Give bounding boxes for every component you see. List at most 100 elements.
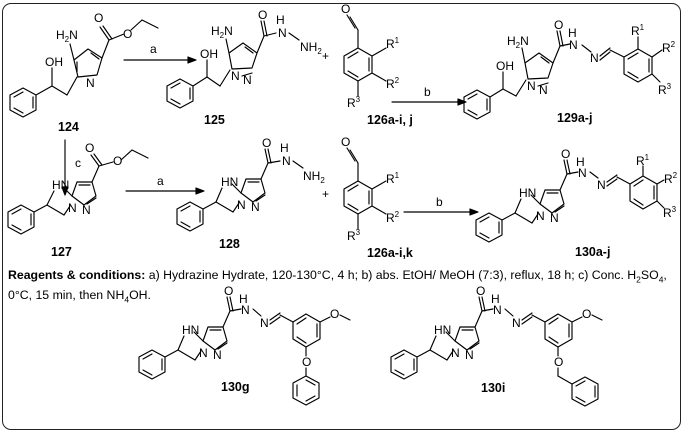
atom-O-130i-c: O: [554, 355, 563, 369]
atom-N-127b: N: [82, 203, 91, 217]
atom-N-128b: N: [251, 200, 260, 214]
atom-N-130i-a: N: [451, 346, 460, 360]
atom-N-130i-d: N: [512, 316, 521, 330]
reagents-conditions: Reagents & conditions: a) Hydrazine Hydr…: [8, 267, 680, 308]
label-125: 125: [204, 113, 225, 127]
atom-N-129a: N: [527, 79, 536, 93]
atom-N-124: N: [86, 76, 95, 90]
atom-O-126-top: O: [341, 2, 350, 16]
atom-R1-126-top: R1: [386, 36, 400, 51]
atom-O-124b: O: [123, 27, 132, 41]
atom-O-126-bottom: O: [341, 135, 350, 149]
conditions-part3: , 0°C, 15 min, then NH: [8, 268, 667, 303]
atom-O-128: O: [262, 136, 271, 150]
atom-HN-130g: HN: [182, 323, 199, 337]
atom-O-130i-b: O: [582, 307, 591, 321]
atom-N-130i-b: N: [465, 348, 474, 362]
structure-130i: [390, 296, 603, 407]
plus-bottom: +: [322, 187, 329, 201]
arrow-a-bottom: [125, 187, 205, 195]
arrow-label-a-bottom: a: [157, 174, 164, 188]
atom-OH-124: OH: [45, 55, 63, 69]
atom-R2-126-top: R2: [386, 76, 400, 91]
atom-N-130c: N: [578, 166, 587, 180]
structure-126-top: [343, 14, 387, 97]
label-128: 128: [219, 237, 240, 251]
atom-R3-126-top: R3: [347, 95, 361, 110]
atom-H2N-125: H2N: [211, 24, 233, 40]
label-126-bottom: 126a-i,k: [367, 246, 413, 260]
atom-N-127a: N: [68, 201, 77, 215]
label-130i: 130i: [481, 381, 505, 395]
atom-R1-130: R1: [636, 153, 650, 168]
atom-N-128a: N: [237, 198, 246, 212]
atom-R1-129: R1: [631, 23, 645, 38]
atom-H-130: H: [576, 155, 585, 169]
label-127: 127: [51, 245, 72, 259]
arrow-b-bottom: [403, 208, 479, 216]
structure-129: [463, 30, 663, 120]
atom-N-125b: N: [243, 73, 252, 87]
atom-O-124a: O: [94, 11, 103, 25]
atom-N-130g-d: N: [260, 316, 269, 330]
atom-H2N-129: H2N: [507, 34, 529, 50]
structure-130: [475, 159, 665, 243]
atom-N-125a: N: [231, 69, 240, 83]
atom-N-130b: N: [550, 211, 559, 225]
atom-R3-126-bottom: R3: [347, 228, 361, 243]
scheme-frame: [2, 3, 681, 430]
atom-N-129d: N: [590, 51, 599, 65]
atom-R2-129: R2: [662, 40, 676, 55]
atom-N-130g-b: N: [213, 348, 222, 362]
conditions-sub4: 4: [658, 274, 664, 285]
atom-O-127b: O: [113, 154, 122, 168]
atom-R2-130: R2: [664, 171, 678, 186]
atom-H-125: H: [276, 13, 285, 27]
label-129: 129a-j: [557, 111, 592, 125]
conditions-heading: Reagents & conditions:: [8, 268, 146, 282]
conditions-sub4b: 4: [124, 294, 130, 305]
atom-N-130d: N: [597, 178, 606, 192]
atom-H-129: H: [568, 26, 577, 40]
atom-O-129: O: [554, 18, 563, 32]
atom-N-130i-c: N: [493, 303, 502, 317]
atom-N-128c: N: [282, 154, 291, 168]
structure-126-bottom: [343, 147, 387, 230]
atom-O-130g-b: O: [330, 307, 339, 321]
atom-O-130g-a: O: [224, 284, 233, 298]
structure-128: [176, 148, 304, 232]
structure-127: [7, 149, 149, 235]
atom-N-130g-a: N: [199, 346, 208, 360]
atom-O-127a: O: [85, 141, 94, 155]
atom-R3-130: R3: [663, 205, 677, 220]
label-130g: 130g: [221, 380, 250, 394]
structure-125: [166, 20, 300, 109]
atom-OH-129: OH: [496, 59, 514, 73]
label-130: 130a-j: [575, 245, 610, 259]
conditions-part1: a) Hydrazine Hydrate, 120-130°C, 4 h; b)…: [145, 268, 637, 282]
atom-O-130g-c: O: [302, 355, 311, 369]
atom-H-130g: H: [239, 292, 248, 306]
atom-R2-126-bottom: R2: [386, 210, 400, 225]
arrow-label-a-top: a: [150, 42, 157, 56]
atom-O-125: O: [258, 8, 267, 22]
atom-N-130a: N: [536, 209, 545, 223]
atom-N-129c: N: [569, 38, 578, 52]
atom-H2N-124: H2N: [56, 28, 78, 44]
atom-H-128: H: [280, 141, 289, 155]
conditions-part4: OH.: [129, 288, 151, 303]
arrow-label-b-bottom: b: [436, 195, 443, 209]
atom-H-130i: H: [491, 292, 500, 306]
atom-O-130: O: [561, 147, 570, 161]
atom-N-125c: N: [278, 26, 287, 40]
atom-N-129b: N: [539, 83, 548, 97]
atom-HN-128: HN: [221, 175, 238, 189]
structure-124: [9, 19, 159, 118]
plus-top: +: [322, 49, 329, 63]
atom-HN-130: HN: [519, 186, 536, 200]
atom-R3-129: R3: [658, 82, 672, 97]
atom-NH2-128: NH2: [303, 169, 325, 185]
arrow-label-b-top: b: [424, 85, 431, 99]
atom-NH2-125: NH2: [300, 40, 322, 56]
